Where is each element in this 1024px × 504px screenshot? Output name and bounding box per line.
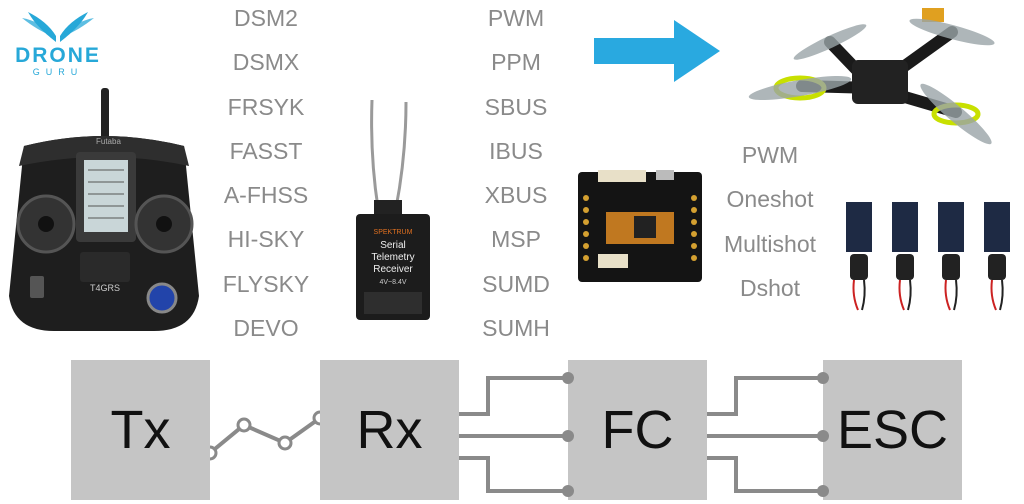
rx-protocol: SBUS bbox=[484, 93, 548, 120]
receiver-label-3: Receiver bbox=[373, 264, 413, 275]
tx-protocol: HI-SKY bbox=[227, 226, 305, 253]
tx-protocol: DSM2 bbox=[234, 5, 298, 31]
tx-protocol: A-FHSS bbox=[223, 182, 309, 209]
rx-protocol: PPM bbox=[491, 49, 541, 76]
rx-protocol: SUMH bbox=[482, 315, 550, 342]
flight-controller-image bbox=[578, 170, 702, 282]
transmitter-brand: Futaba bbox=[96, 137, 121, 146]
rx-protocol: PWM bbox=[487, 5, 545, 31]
rx-protocol: MSP bbox=[491, 226, 541, 253]
esc-protocol: Oneshot bbox=[726, 186, 814, 213]
tx-protocol: FLYSKY bbox=[222, 270, 310, 297]
arrow-icon bbox=[594, 20, 720, 82]
drone-image bbox=[748, 8, 995, 145]
drone-guru-logo: DRONE GURU bbox=[6, 4, 110, 84]
receiver-label-1: Serial bbox=[380, 240, 406, 251]
rx-protocol-list: PWM PPM SBUS IBUS XBUS MSP SUMD SUMH bbox=[448, 0, 584, 350]
receiver-image: SPEKTRUM Serial Telemetry Receiver 4V~8.… bbox=[356, 99, 430, 320]
tx-protocol-list: DSM2 DSMX FRSYK FASST A-FHSS HI-SKY FLYS… bbox=[198, 0, 334, 350]
esc-protocol-list: PWM Oneshot Multishot Dshot bbox=[700, 133, 840, 310]
rx-protocol: XBUS bbox=[484, 182, 548, 209]
receiver-label-2: Telemetry bbox=[371, 252, 414, 263]
tx-protocol: FASST bbox=[229, 137, 303, 164]
esc-protocol: Multishot bbox=[723, 230, 817, 257]
esc-protocol: PWM bbox=[741, 142, 799, 168]
tx-protocol: FRSYK bbox=[227, 93, 305, 120]
tx-block: Tx bbox=[71, 360, 210, 500]
esc-boards-image bbox=[846, 202, 1010, 311]
fc-block: FC bbox=[568, 360, 707, 500]
receiver-brand: SPEKTRUM bbox=[374, 229, 413, 236]
tx-protocol: DEVO bbox=[233, 315, 299, 342]
tx-protocol: DSMX bbox=[232, 49, 300, 76]
esc-block: ESC bbox=[823, 360, 962, 500]
esc-protocol: Dshot bbox=[739, 274, 801, 301]
logo-name: DRONE bbox=[15, 44, 101, 67]
wireless-link bbox=[208, 416, 322, 455]
wings-icon bbox=[22, 12, 94, 42]
rx-block: Rx bbox=[320, 360, 459, 500]
rx-protocol: SUMD bbox=[482, 270, 550, 297]
receiver-voltage: 4V~8.4V bbox=[379, 279, 406, 286]
rx-protocol: IBUS bbox=[489, 137, 543, 164]
transmitter-image: Futaba T4GRS bbox=[9, 88, 199, 331]
transmitter-model: T4GRS bbox=[90, 283, 120, 293]
logo-subtitle: GURU bbox=[32, 67, 84, 77]
